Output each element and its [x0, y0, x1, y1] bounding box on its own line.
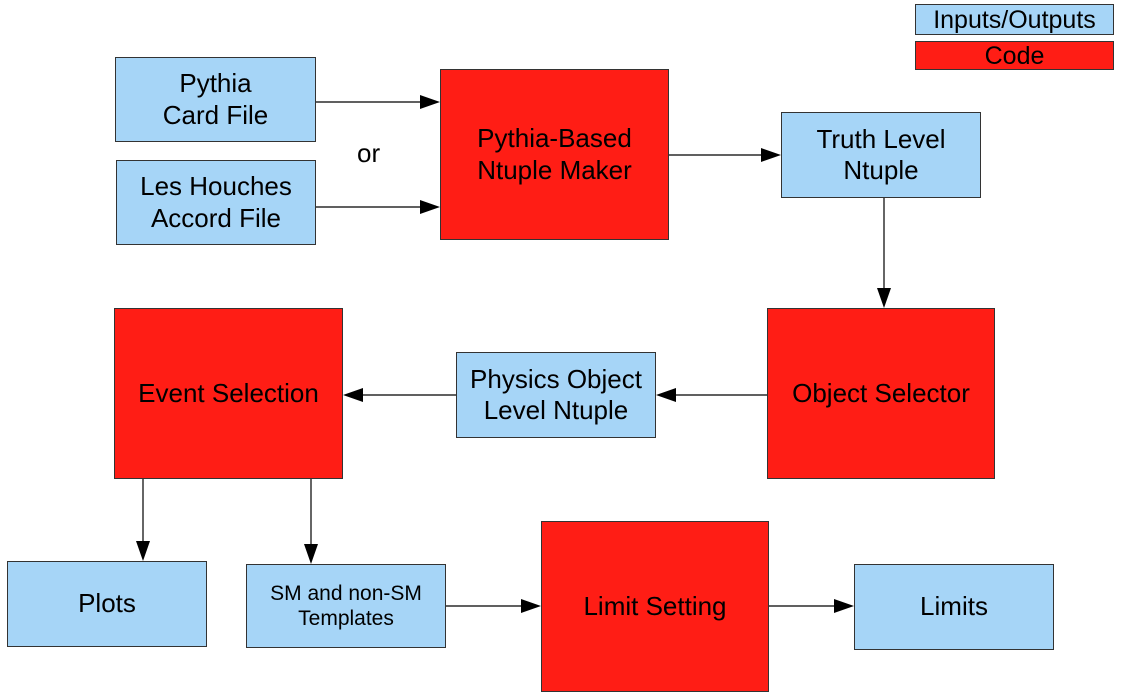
pythia-card-file-label: Pythia Card File — [162, 68, 269, 130]
legend-io: Inputs/Outputs — [915, 4, 1114, 35]
arrowhead-card-to-maker — [420, 95, 440, 109]
arrowhead-truth-to-selector — [877, 288, 891, 308]
ntuple-maker-box: Pythia-Based Ntuple Maker — [440, 69, 669, 240]
templates-label: SM and non-SM Templates — [270, 581, 422, 630]
physics-ntuple-box: Physics Object Level Ntuple — [456, 352, 656, 438]
pythia-card-file-box: Pythia Card File — [115, 57, 316, 142]
les-houches-file-label: Les Houches Accord File — [140, 171, 292, 233]
truth-ntuple-box: Truth Level Ntuple — [781, 112, 981, 198]
object-selector-label: Object Selector — [792, 377, 970, 408]
arrowhead-physics-to-event — [343, 388, 363, 402]
legend-io-label: Inputs/Outputs — [933, 5, 1096, 34]
arrowhead-selector-to-physics — [656, 388, 676, 402]
ntuple-maker-label: Pythia-Based Ntuple Maker — [477, 123, 632, 185]
arrowhead-limit-to-limits — [834, 599, 854, 613]
object-selector-box: Object Selector — [767, 308, 995, 479]
les-houches-file-box: Les Houches Accord File — [116, 160, 316, 245]
limit-setting-box: Limit Setting — [541, 521, 769, 692]
arrowhead-event-to-plots — [136, 541, 150, 561]
legend-code-label: Code — [984, 41, 1045, 70]
arrowhead-templates-to-limit — [521, 599, 541, 613]
plots-label: Plots — [78, 588, 136, 619]
physics-ntuple-label: Physics Object Level Ntuple — [470, 363, 642, 425]
templates-box: SM and non-SM Templates — [246, 564, 446, 648]
arrowhead-maker-to-truth — [761, 148, 781, 162]
or-text: or — [357, 138, 381, 168]
event-selection-box: Event Selection — [114, 308, 343, 479]
limits-label: Limits — [920, 591, 988, 622]
limits-box: Limits — [854, 564, 1054, 650]
limit-setting-label: Limit Setting — [583, 590, 727, 621]
arrowhead-event-to-templates — [304, 544, 318, 564]
arrowhead-lha-to-maker — [420, 200, 440, 214]
event-selection-label: Event Selection — [138, 377, 319, 408]
plots-box: Plots — [7, 561, 207, 647]
legend-code: Code — [915, 41, 1114, 70]
truth-ntuple-label: Truth Level Ntuple — [816, 123, 946, 185]
